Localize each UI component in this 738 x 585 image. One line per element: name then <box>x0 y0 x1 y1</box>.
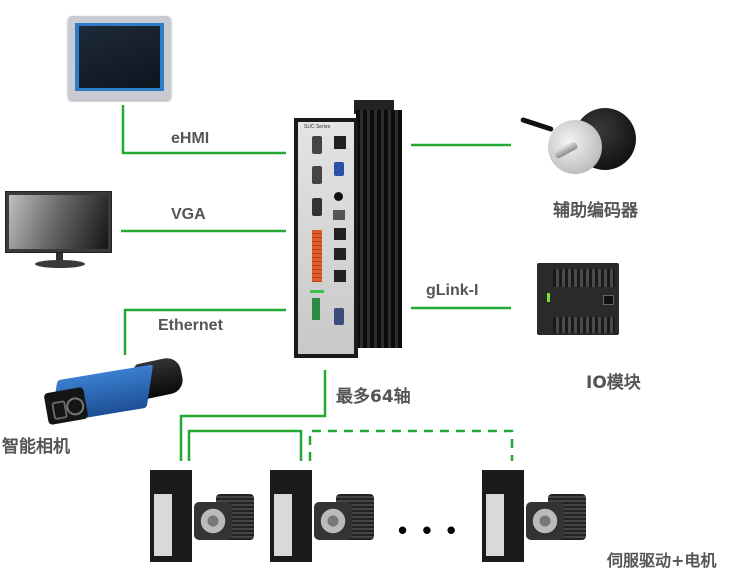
servo-motor <box>314 494 374 546</box>
io-module-label: IO模块 <box>586 373 641 393</box>
monitor-stand <box>35 260 85 268</box>
db9-port-2 <box>312 166 322 184</box>
power-terminal <box>312 298 320 320</box>
rj45-port-4 <box>334 270 346 282</box>
servo-motor <box>194 494 254 546</box>
servo-unit-2 <box>270 464 380 564</box>
ethernet-label: Ethernet <box>158 317 223 334</box>
hmi-screen <box>79 26 160 88</box>
hmi-bezel <box>75 23 164 91</box>
controller-front-panel: SUC Series <box>294 118 358 358</box>
io-dip-switch <box>603 295 614 305</box>
rj45-port-1 <box>334 136 346 149</box>
controller-brand: SUC Series <box>304 124 331 130</box>
motion-controller: SUC Series <box>292 100 407 362</box>
rj45-port-2 <box>334 228 346 240</box>
db9-port-1 <box>312 136 322 154</box>
encoder-cable <box>520 116 554 133</box>
camera-front <box>43 386 89 426</box>
servo-drive <box>150 470 192 562</box>
io-leds <box>547 293 550 302</box>
ehmi-line <box>121 105 286 155</box>
db9-port-3 <box>312 198 322 216</box>
rj45-port-3 <box>334 248 346 260</box>
axes-bus-line <box>179 370 327 461</box>
servo-unit-1 <box>150 464 260 564</box>
monitor-neck <box>56 253 63 261</box>
io-bottom-terminals <box>553 317 615 333</box>
vga-label: VGA <box>171 206 206 223</box>
ps2-port <box>334 192 343 201</box>
servo-motor <box>526 494 586 546</box>
servo-unit-n <box>482 464 592 564</box>
hmi-panel <box>68 16 171 100</box>
camera-label: 智能相机 <box>2 437 70 457</box>
smart-camera <box>42 355 192 428</box>
io-module <box>533 257 623 339</box>
vga-port <box>334 162 344 176</box>
servo-drive <box>482 470 524 562</box>
axes-label: 最多64轴 <box>336 387 411 407</box>
encoder-label: 辅助编码器 <box>553 201 638 221</box>
db9-port-4 <box>334 308 344 325</box>
ehmi-label: eHMI <box>171 130 210 147</box>
io-terminal-block <box>312 230 322 282</box>
ellipsis: • • • <box>398 515 460 545</box>
status-leds <box>310 290 324 293</box>
usb-ports <box>333 210 345 220</box>
vga-monitor <box>5 191 112 271</box>
servo-link-line-1 <box>187 429 303 461</box>
monitor-screen <box>5 191 112 253</box>
servo-label: 伺服驱动+电机 <box>607 551 717 570</box>
servo-drive <box>270 470 312 562</box>
servo-link-dashed-line <box>308 429 514 461</box>
controller-heatsink <box>356 110 402 348</box>
io-top-terminals <box>553 269 615 287</box>
ethernet-line <box>123 308 286 355</box>
glink-label: gLink-I <box>426 282 479 299</box>
aux-encoder <box>516 108 641 188</box>
